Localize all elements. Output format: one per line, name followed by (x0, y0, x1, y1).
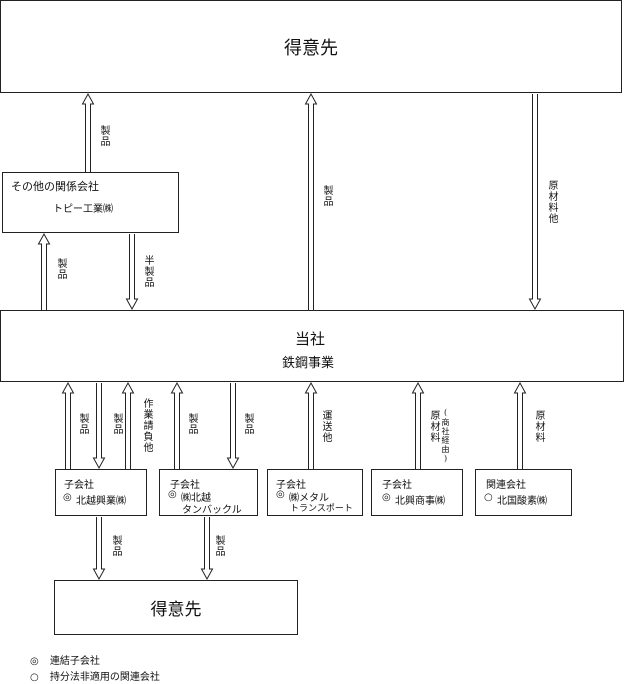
legend-text: 連結子会社 (49, 656, 100, 667)
arrow-company-to-top-customer (304, 92, 318, 310)
arrow-sub2-to-customer (200, 517, 214, 581)
flow-label-related-to-company: 製品 (55, 258, 66, 280)
arrow-sub5-to-company (513, 381, 527, 469)
subsidiary-category: 子会社 (382, 480, 412, 491)
flow-label-sub4-note: (商社経由) (441, 408, 450, 464)
flow-label-sub1-up: 製品 (77, 413, 88, 435)
legend-consolidated: ◎ 連結子会社 (30, 652, 100, 667)
arrow-sub4-to-company (411, 381, 425, 469)
arrow-sub2-to-company (170, 381, 184, 469)
subsidiary-marker: ○ (484, 492, 493, 503)
flow-label-sub1-to-customer: 製品 (110, 535, 121, 557)
legend-text: 持分法非適用の関連会社 (49, 672, 160, 683)
flow-label-company-to-top: 製品 (321, 185, 332, 207)
bottom-customer-label: 得意先 (150, 600, 202, 620)
subsidiary-name: 北興商事㈱ (395, 496, 445, 507)
subsidiary-box-3: 子会社 ◎ ㈱メタル トランスポート (267, 469, 363, 516)
subsidiary-box-5: 関連会社 ○ 北国酸素㈱ (475, 469, 572, 516)
arrow-sub1-to-customer (92, 517, 106, 581)
arrow-company-to-sub1 (92, 383, 106, 470)
company-title: 当社 (295, 330, 326, 348)
arrow-sub1-to-company (61, 381, 75, 469)
company-box: 当社 鉄鋼事業 (0, 310, 624, 382)
subsidiary-name: ㈱メタル (289, 493, 329, 504)
subsidiary-marker: ◎ (63, 492, 72, 503)
subsidiary-marker: ◎ (276, 489, 285, 500)
subsidiary-name: 北国酸素㈱ (497, 496, 547, 507)
subsidiary-box-2: 子会社 ◎ ㈱北越 タンバックル (159, 469, 258, 516)
flow-label-sub2-to-customer: 製品 (213, 535, 224, 557)
top-customer-label: 得意先 (284, 37, 338, 59)
subsidiary-name-line2: トランスポート (290, 504, 353, 514)
flow-label-top-to-related: 製品 (98, 125, 109, 147)
arrow-related-to-top-customer (81, 92, 95, 172)
flow-label-sub4-up: 原材料 (428, 410, 439, 443)
legend-symbol: ◎ (30, 656, 39, 667)
subsidiary-category: 子会社 (276, 480, 306, 491)
flow-label-sub2-up: 製品 (186, 413, 197, 435)
subsidiary-name-line2: タンバックル (182, 505, 242, 516)
arrow-company-to-related (37, 232, 51, 310)
flow-label-sub2-down: 製品 (242, 413, 253, 435)
arrow-top-customer-to-company (528, 94, 542, 311)
related-company-category: その他の関係会社 (11, 180, 99, 193)
flow-label-sub1-down: 製品 (111, 413, 122, 435)
subsidiary-name: ㈱北越 (181, 493, 211, 504)
company-segment: 鉄鋼事業 (282, 356, 335, 371)
subsidiary-box-1: 子会社 ◎ 北越興業㈱ (55, 469, 147, 516)
flow-label-sub5-up: 原材料 (533, 410, 544, 443)
arrow-related-to-company (125, 234, 139, 311)
legend-symbol: ○ (30, 672, 39, 683)
flow-label-raw-materials: 原材料他 (546, 180, 557, 224)
flow-label-semi-products: 半製品 (142, 255, 153, 288)
subsidiary-marker: ◎ (382, 492, 391, 503)
related-company-box: その他の関係会社 トピー工業㈱ (2, 172, 179, 233)
subsidiary-box-4: 子会社 ◎ 北興商事㈱ (371, 469, 463, 516)
arrow-sub3-to-company (304, 381, 318, 469)
arrow-company-to-sub2 (226, 383, 240, 470)
subsidiary-category: 子会社 (170, 480, 200, 491)
subsidiary-category: 子会社 (64, 480, 94, 491)
legend-equity-method: ○ 持分法非適用の関連会社 (30, 668, 160, 683)
flow-label-sub1-work: 作業請負他 (141, 398, 152, 453)
top-customer-box: 得意先 (0, 0, 622, 93)
subsidiary-category: 関連会社 (486, 480, 526, 491)
subsidiary-name: 北越興業㈱ (76, 496, 126, 507)
flow-label-sub3-up: 運送他 (320, 410, 331, 443)
bottom-customer-box: 得意先 (54, 580, 298, 635)
related-company-name: トピー工業㈱ (53, 204, 113, 215)
subsidiary-marker: ◎ (168, 489, 177, 500)
arrow-sub1-work-to-company (121, 381, 135, 469)
